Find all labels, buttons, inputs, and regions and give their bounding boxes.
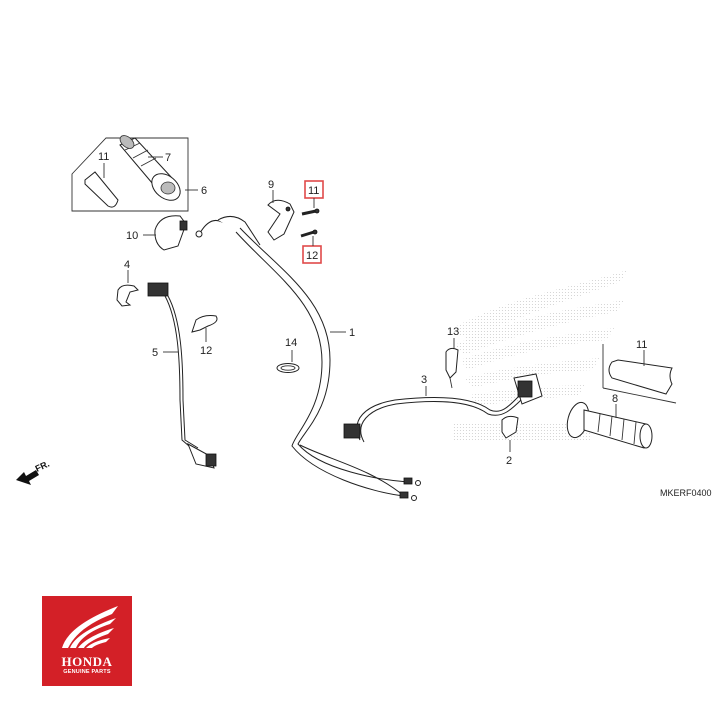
part-throttle-cover [154, 215, 188, 251]
callout-7: 7 [165, 152, 171, 164]
callout-11b: 11 [636, 339, 647, 351]
callout-13b: 13 [447, 326, 459, 338]
callout-13a: 12 [200, 345, 212, 357]
kit-boundary-right [602, 344, 677, 404]
front-direction-arrow: FR. [16, 459, 51, 485]
part-housing-clamp [267, 199, 295, 241]
honda-wing-icon [62, 606, 118, 648]
callout-6: 6 [201, 185, 207, 197]
callout-8: 8 [612, 393, 618, 405]
part-engine-stop-switch [343, 373, 543, 443]
part-bolt [300, 208, 320, 238]
callout-12a[interactable]: 11 [308, 185, 319, 197]
front-indicator: FR. [34, 459, 51, 474]
logo-brand-text: HONDA [61, 654, 113, 669]
drawing-code: MKERF0400 [660, 488, 712, 498]
part-grip-adhesive-left [84, 171, 119, 208]
part-throttle-grip [119, 135, 181, 201]
callout-2: 2 [506, 455, 512, 467]
callout-14: 14 [285, 337, 297, 349]
callout-12b[interactable]: 12 [306, 250, 318, 262]
callout-12b-box [302, 245, 322, 264]
callout-4: 4 [124, 259, 130, 271]
part-grip-adhesive-right [608, 359, 673, 395]
honda-wing-watermark [450, 270, 628, 440]
part-hose-clamp [276, 363, 300, 373]
logo-tagline: GENUINE PARTS [63, 669, 111, 675]
callout-11a: 11 [98, 151, 109, 163]
callout-1: 1 [349, 327, 355, 339]
callout-9: 9 [268, 179, 274, 191]
honda-genuine-parts-logo: HONDA GENUINE PARTS [42, 596, 132, 686]
kit-boundary-top-left [71, 137, 189, 212]
callout-3: 3 [421, 374, 427, 386]
part-cable-tie-left [191, 315, 218, 333]
part-mode-switch [147, 282, 217, 469]
callout-10: 10 [126, 230, 138, 242]
part-cable-tie-right [445, 347, 459, 389]
part-throttle-cable [195, 216, 421, 501]
callout-5: 5 [152, 347, 158, 359]
part-switch-clamp-right [501, 415, 519, 439]
part-left-grip [566, 401, 653, 449]
part-switch-clamp-left [116, 284, 139, 307]
